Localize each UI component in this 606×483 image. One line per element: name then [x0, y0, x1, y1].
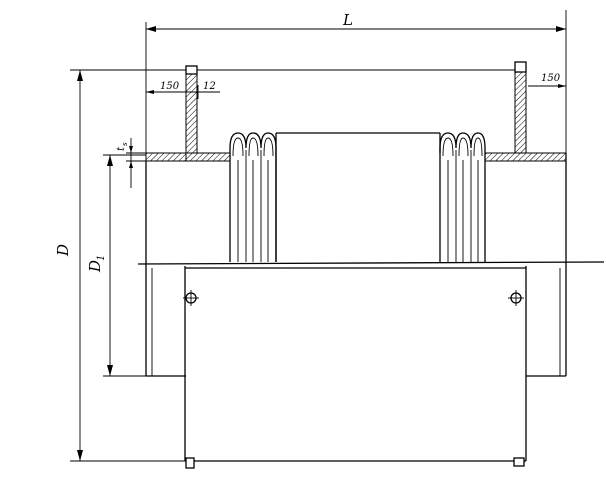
length-label: L: [342, 11, 353, 29]
bolt-hole-right: [508, 290, 524, 306]
right-pipe-stub: [526, 153, 567, 377]
dimension-right-offset: 150: [528, 73, 566, 88]
lower-cover-box: [184, 266, 527, 469]
dimension-left-offset: 150 12: [146, 81, 220, 99]
left-flange: [185, 65, 231, 162]
right-bellows: [439, 132, 486, 262]
dimension-l: L: [145, 10, 567, 260]
dimension-d: D: [54, 69, 520, 462]
left-offset-label: 150: [160, 81, 180, 92]
center-sleeve: [275, 132, 441, 262]
inner-diameter-label: D: [86, 260, 104, 273]
inner-diameter-subscript: 1: [96, 255, 107, 261]
flange-thickness-label: 12: [203, 81, 216, 92]
dimension-ts: t s: [116, 138, 146, 188]
dimension-d1: D 1: [86, 154, 146, 377]
wall-thickness-subscript: s: [121, 142, 129, 146]
left-pipe-stub: [145, 152, 187, 377]
outer-diameter-label: D: [54, 244, 72, 257]
split-line: [137, 261, 605, 265]
left-bellows: [229, 132, 277, 262]
right-offset-label: 150: [541, 73, 561, 84]
bolt-hole-left: [183, 290, 199, 306]
wall-thickness-label: t: [116, 146, 127, 151]
